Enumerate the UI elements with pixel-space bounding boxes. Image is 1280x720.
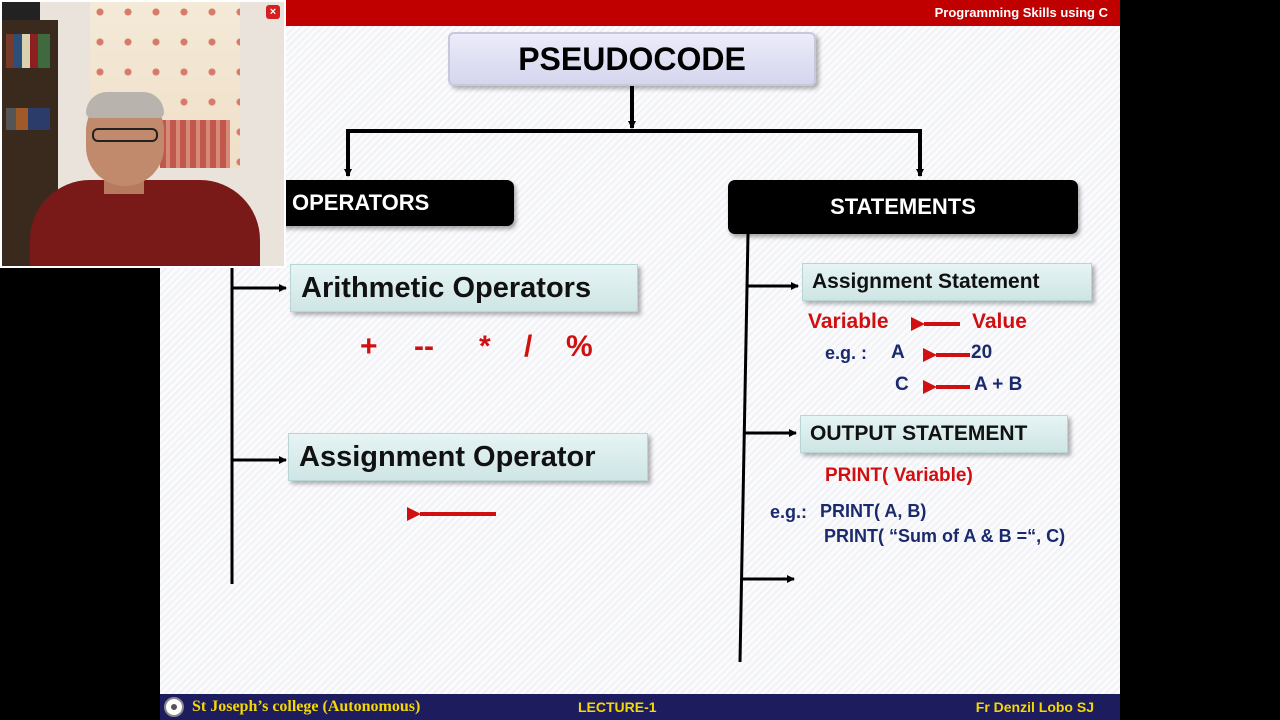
example2-left: C [895,374,909,395]
example2-right: A + B [974,374,1023,395]
symbol-modulo: % [566,330,593,363]
books-bottom [6,108,50,130]
assignment-operator-box: Assignment Operator [288,433,648,481]
college-seal-icon [164,697,184,717]
slide-header: Programming Skills using C [160,0,1120,26]
webcam-frame [0,0,286,268]
operators-box: OPERATORS [260,180,514,226]
symbol-decrement: -- [414,330,434,363]
assignment-statement-box: Assignment Statement [802,263,1092,301]
symbol-multiply: * [479,330,491,363]
diagram-connectors [230,86,970,663]
statements-trunk [738,233,750,663]
presenter-glasses [92,128,158,142]
symbol-divide: / [524,330,533,363]
output-statement-box: OUTPUT STATEMENT [800,415,1068,453]
eg-label-output: e.g.: [770,502,808,522]
slide: Programming Skills using C PSEU [160,0,1120,720]
variable-label: Variable [808,310,889,333]
statements-box: STATEMENTS [728,180,1078,234]
arithmetic-operators-box: Arithmetic Operators [290,264,638,312]
books-top [6,34,50,68]
symbol-plus: + [360,330,378,363]
example1-right: 20 [971,342,993,363]
slide-footer: St Joseph’s college (Autonomous) LECTURE… [160,694,1120,720]
lecture-label: LECTURE-1 [578,699,657,715]
print-syntax: PRINT( Variable) [825,465,973,486]
webcam-overlay[interactable]: × [0,0,286,268]
pseudocode-title-box: PSEUDOCODE [448,32,816,86]
curtain-border [160,120,230,168]
course-title: Programming Skills using C [934,5,1108,20]
print-example2: PRINT( “Sum of A & B =“, C) [824,526,1066,546]
presenter-body [30,180,260,268]
college-name: St Joseph’s college (Autonomous) [192,698,421,715]
presenter-hair [86,92,164,118]
close-icon[interactable]: × [266,5,280,19]
presenter-name: Fr Denzil Lobo SJ [975,699,1094,715]
eg-label-assign: e.g. : [825,343,868,363]
example1-left: A [891,342,905,363]
value-label: Value [972,310,1027,333]
print-example1: PRINT( A, B) [820,501,927,521]
